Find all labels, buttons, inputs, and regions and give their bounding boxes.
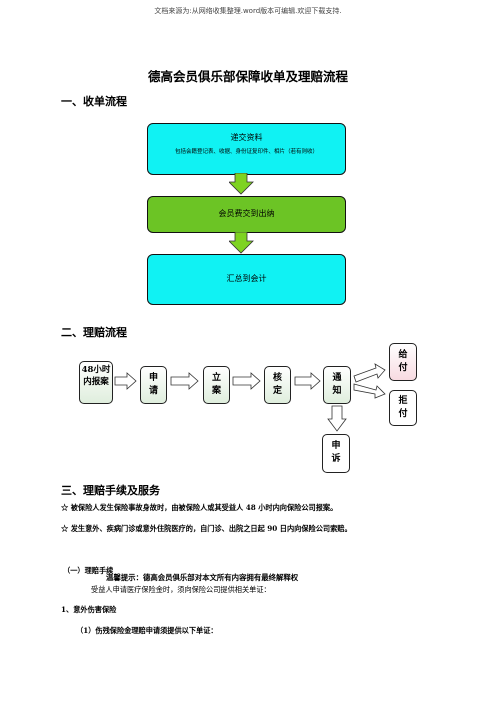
submit-documents-note: 包括会籍登记表、收据、身份证复印件、相片（若有则收） (174, 149, 318, 155)
branch-arrows-icon (353, 363, 386, 399)
arrow-down-icon (229, 173, 254, 195)
section-heading-collection: 一、收单流程 (61, 95, 127, 108)
apply-requirements-line: 受益人申请医疗保险金时，须向保险公司提供相关单证： (91, 585, 271, 594)
flow-apply-label: 申请 (148, 373, 158, 396)
flow-pay: 给付 (389, 343, 417, 381)
submit-documents-box: 递交资料 包括会籍登记表、收据、身份证复印件、相片（若有则收） (147, 123, 346, 175)
item-disability-claim: （1）伤残保险金理赔申请须提供以下单证： (76, 626, 218, 635)
flow-report-48h-label: 48小时内报案 (81, 365, 111, 387)
bullet-text: 被保险人发生保险事故身故时，由被保险人或其受益人 48 小时内向保险公司报案。 (70, 503, 338, 512)
flow-refuse-label: 拒付 (398, 396, 408, 419)
bullet-item: ☆ 被保险人发生保险事故身故时，由被保险人或其受益人 48 小时内向保险公司报案… (61, 503, 461, 513)
flow-verify: 核定 (264, 366, 291, 404)
arrow-down-icon (229, 232, 254, 254)
page-header: 文档来源为:从网络收集整理.word版本可编辑.欢迎下载支持. (154, 7, 342, 15)
flow-file-case-label: 立案 (211, 373, 221, 396)
flow-verify-label: 核定 (272, 373, 282, 396)
flow-appeal: 申诉 (322, 434, 350, 473)
bullet-text: 发生意外、疾病门诊或意外住院医疗的，自门诊、出院之日起 90 日内向保险公司索赔… (70, 524, 352, 533)
overlapping-tip: 温馨提示：德高会员俱乐部对本文所有内容拥有最终解释权 (106, 573, 299, 582)
bullet-item: ☆ 发生意外、疾病门诊或意外住院医疗的，自门诊、出院之日起 90 日内向保险公司… (61, 524, 471, 534)
summarize-to-accountant-label: 汇总到会计 (226, 274, 267, 283)
flow-file-case: 立案 (203, 366, 230, 404)
section-heading-procedures: 三、理赔手续及服务 (61, 484, 160, 497)
section-heading-claims: 二、理赔流程 (61, 326, 127, 339)
arrow-right-icon (232, 372, 261, 390)
submit-documents-label: 递交资料 (230, 133, 263, 142)
flow-appeal-label: 申诉 (331, 441, 341, 464)
flow-report-48h: 48小时内报案 (79, 361, 113, 404)
star-icon: ☆ (61, 524, 69, 533)
item-accident-insurance: 1、意外伤害保险 (61, 605, 117, 614)
flow-refuse: 拒付 (389, 390, 417, 426)
arrow-right-icon (294, 372, 321, 390)
page-title: 德高会员俱乐部保障收单及理赔流程 (147, 69, 348, 84)
flow-pay-label: 给付 (398, 350, 408, 373)
fee-to-cashier-label: 会员费交到出纳 (218, 209, 275, 218)
subsection-claim-procedures: （一）理赔手续 (63, 566, 114, 575)
flow-apply: 申请 (140, 366, 167, 404)
flow-notify-label: 通知 (332, 373, 342, 396)
arrow-down-icon (327, 405, 347, 432)
summarize-to-accountant-box: 汇总到会计 (147, 254, 346, 305)
arrow-right-icon (114, 372, 137, 390)
fee-to-cashier-box: 会员费交到出纳 (147, 196, 346, 233)
arrow-right-icon (170, 372, 199, 390)
star-icon: ☆ (61, 503, 69, 512)
flow-notify: 通知 (323, 366, 351, 404)
